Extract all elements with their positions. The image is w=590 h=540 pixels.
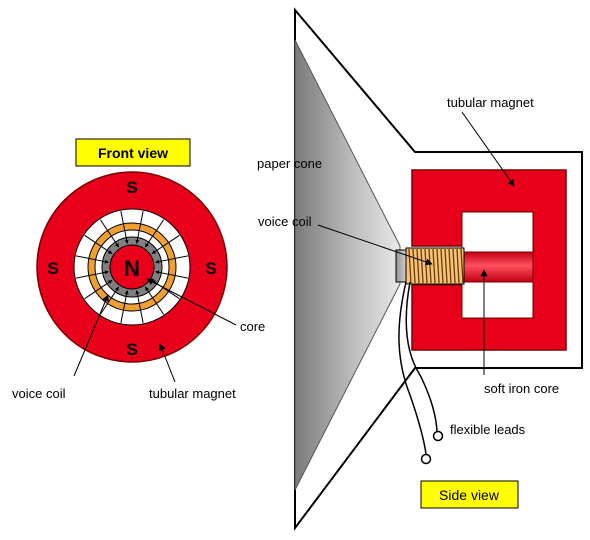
coil-turn (440, 248, 444, 284)
coil-turn (444, 248, 448, 284)
coil-turn (460, 248, 464, 284)
pole-south-right: S (205, 259, 216, 278)
core-label: core (240, 319, 265, 334)
magnetic-field-lines (75, 210, 189, 324)
side-voice-coil-label: voice coil (258, 214, 312, 229)
side-view: paper cone voice coil tubular magnet sof… (257, 7, 583, 531)
lead-terminal-2 (432, 430, 444, 442)
field-arrow (99, 219, 120, 248)
side-view-title: Side view (439, 487, 500, 503)
field-arrow (135, 290, 144, 324)
magnet-gap-upper (461, 211, 534, 253)
coil-turn (436, 248, 440, 284)
coil-turn (456, 248, 460, 284)
field-arrow (155, 270, 189, 279)
side-view-title-box: Side view (420, 480, 519, 509)
front-view-title: Front view (98, 145, 168, 161)
soft-iron-core-label: soft iron core (484, 381, 559, 396)
voice-coil-windings (408, 248, 464, 284)
front-view: Front view S S S S N core voice coil tub… (12, 138, 265, 401)
front-tubular-magnet-label: tubular magnet (149, 386, 236, 401)
side-magnet-pointer (461, 111, 515, 187)
coil-turn (448, 248, 452, 284)
field-arrow (120, 210, 129, 244)
lead-terminal-1 (420, 453, 432, 465)
field-arrow (151, 234, 180, 255)
magnet-gap-lower (461, 281, 534, 319)
field-arrow (84, 234, 113, 255)
coil-turn (424, 248, 428, 284)
field-arrow (120, 290, 129, 324)
front-voice-coil-pointer (73, 294, 109, 377)
side-tubular-magnet-label: tubular magnet (447, 95, 534, 110)
coil-turn (412, 248, 416, 284)
paper-cone (294, 39, 401, 491)
field-arrow (135, 210, 144, 244)
coil-turn (428, 248, 432, 284)
flexible-lead-1 (398, 281, 427, 455)
field-arrow (144, 286, 165, 315)
paper-cone-label: paper cone (257, 156, 322, 171)
pole-north-center: N (124, 256, 140, 281)
field-arrow (75, 255, 109, 264)
coil-turn (452, 248, 456, 284)
core-pointer (146, 278, 237, 326)
coil-turn (408, 248, 412, 284)
side-voice-coil-pointer (317, 224, 433, 266)
pole-south-left: S (47, 259, 58, 278)
coil-turn (432, 248, 436, 284)
field-arrow (155, 255, 189, 264)
field-arrow (84, 279, 113, 300)
front-magnet-pointer (159, 343, 176, 383)
field-arrow (144, 219, 165, 248)
flexible-lead-2 (405, 281, 438, 432)
front-voice-coil-label: voice coil (12, 386, 66, 401)
pole-south-bottom: S (126, 340, 137, 359)
pole-south-top: S (126, 178, 137, 197)
front-core (109, 244, 155, 290)
field-arrow (99, 286, 120, 315)
field-arrow (75, 270, 109, 279)
front-view-title-box: Front view (75, 138, 191, 167)
coil-turn (416, 248, 420, 284)
soft-iron-core (461, 251, 534, 283)
flexible-leads-label: flexible leads (450, 422, 526, 437)
coil-turn (420, 248, 424, 284)
